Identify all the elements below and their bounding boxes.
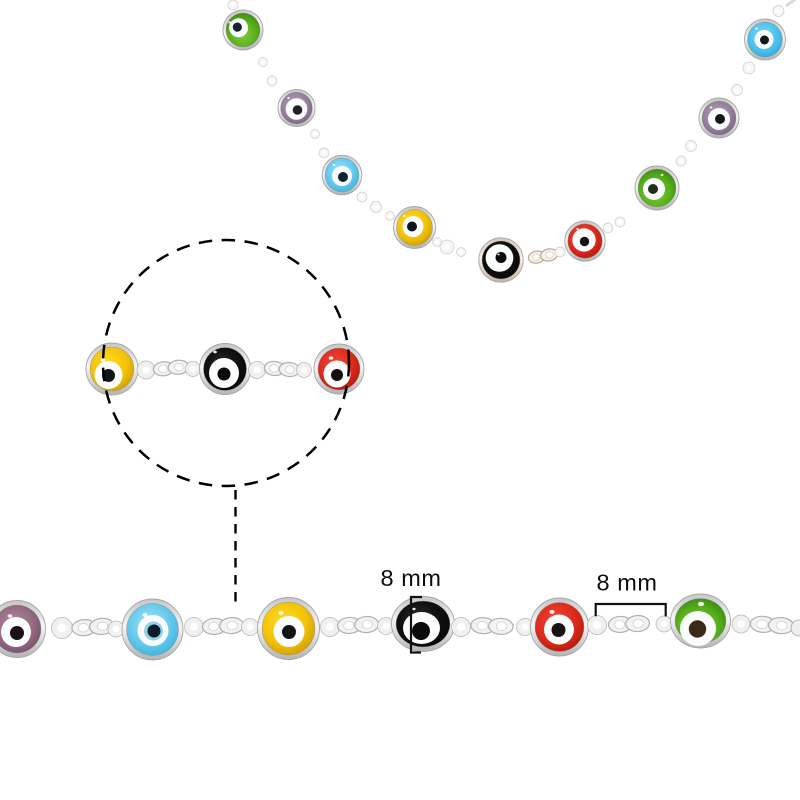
svg-text:8 mm: 8 mm	[597, 570, 658, 596]
svg-text:8 mm: 8 mm	[381, 565, 442, 591]
